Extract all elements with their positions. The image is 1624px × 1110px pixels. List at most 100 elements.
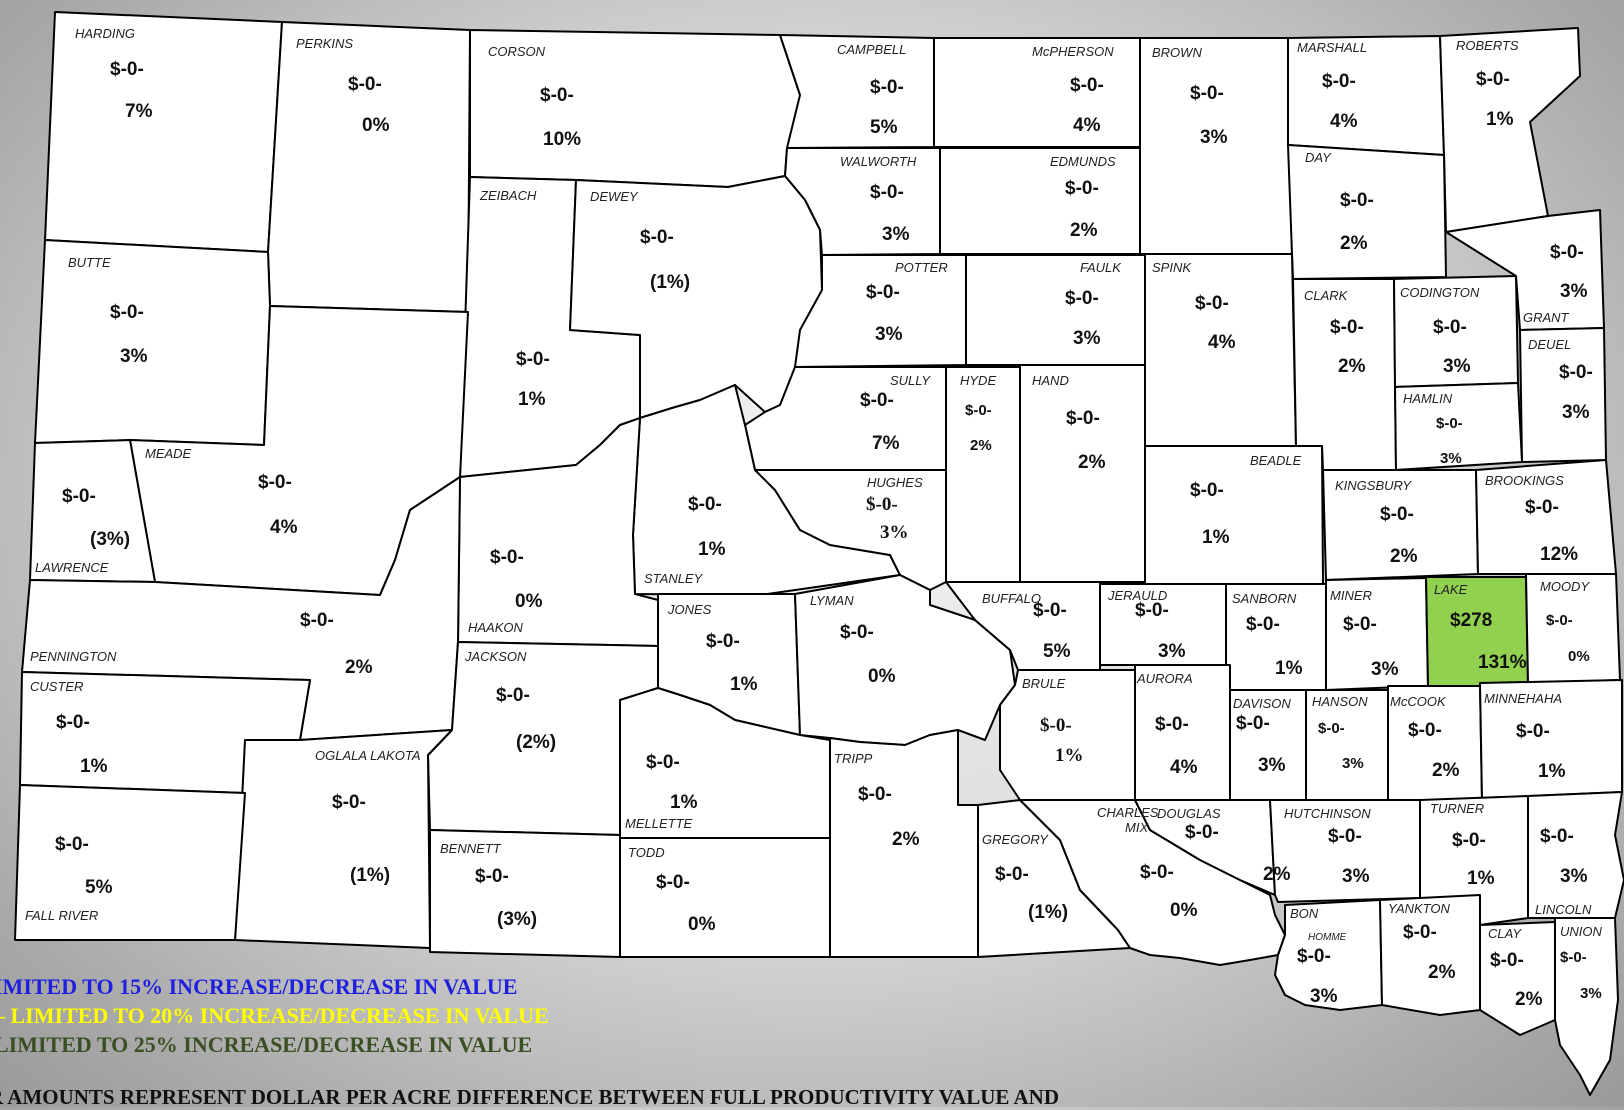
county-name-walworth: WALWORTH — [840, 154, 917, 169]
county-value-kingsbury: $-0- — [1380, 504, 1414, 525]
county-value-bon-homme: $-0- — [1297, 946, 1331, 967]
county-name-hyde: HYDE — [960, 373, 996, 388]
county-value-haakon: $-0- — [490, 547, 524, 568]
county-pct-davison: 3% — [1258, 755, 1286, 776]
county-name-clay: CLAY — [1488, 926, 1522, 941]
county-pct-roberts: 1% — [1486, 109, 1514, 130]
county-harding[interactable] — [44, 11, 283, 253]
county-value-mellette: $-0- — [646, 752, 680, 773]
county-name-codington: CODINGTON — [1400, 285, 1480, 300]
county-hyde[interactable] — [945, 366, 1021, 583]
county-value-deuel: $-0- — [1559, 362, 1593, 383]
legend-line-25pct: LIMITED TO 25% INCREASE/DECREASE IN VALU… — [0, 1032, 533, 1057]
county-name-tripp: TRIPP — [834, 751, 873, 766]
footnote: R AMOUNTS REPRESENT DOLLAR PER ACRE DIFF… — [0, 1085, 1059, 1109]
county-value-douglas: $-0- — [1185, 822, 1219, 843]
county-hutchinson[interactable] — [1269, 799, 1421, 903]
county-name-gregory: GREGORY — [982, 832, 1049, 847]
county-clay[interactable] — [1479, 921, 1556, 1036]
county-value-codington: $-0- — [1433, 317, 1467, 338]
county-pct-potter: 3% — [875, 324, 903, 345]
county-name-faulk: FAULK — [1080, 260, 1122, 275]
county-tripp[interactable] — [829, 729, 979, 958]
county-value-mccook: $-0- — [1408, 720, 1442, 741]
county-pct-edmunds: 2% — [1070, 220, 1098, 241]
county-name-minnehaha: MINNEHAHA — [1484, 691, 1562, 706]
county-todd[interactable] — [619, 837, 831, 958]
county-pct-mccook: 2% — [1432, 760, 1460, 781]
county-name-oglala-lakota: OGLALA LAKOTA — [315, 748, 421, 763]
county-value-hutchinson: $-0- — [1328, 826, 1362, 847]
county-name-edmunds: EDMUNDS — [1050, 154, 1116, 169]
county-pct-hyde: 2% — [970, 437, 992, 454]
county-name-campbell: CAMPBELL — [837, 42, 906, 57]
county-name-spink: SPINK — [1152, 260, 1192, 275]
county-pct-turner: 1% — [1467, 868, 1495, 889]
county-pct-haakon: 0% — [515, 591, 543, 612]
county-name-lincoln: LINCOLN — [1535, 902, 1592, 917]
county-name-grant: GRANT — [1523, 310, 1570, 325]
county-pct-perkins: 0% — [362, 115, 390, 136]
county-day[interactable] — [1287, 144, 1447, 280]
county-union[interactable] — [1554, 917, 1619, 1096]
county-name-bennett: BENNETT — [440, 841, 502, 856]
county-value-oglala-lakota: $-0- — [332, 792, 366, 813]
county-shapes — [14, 11, 1624, 1096]
county-pct-hand: 2% — [1078, 452, 1106, 473]
county-value-perkins: $-0- — [348, 74, 382, 95]
county-hand[interactable] — [1019, 364, 1146, 583]
county-name-miner: MINER — [1330, 588, 1372, 603]
county-pct-hutchinson: 3% — [1342, 866, 1370, 887]
county-pct-hanson: 3% — [1342, 755, 1364, 772]
county-pct-harding: 7% — [125, 101, 153, 122]
county-lincoln[interactable] — [1527, 791, 1624, 919]
county-perkins[interactable] — [267, 21, 471, 313]
county-value-beadle: $-0- — [1190, 480, 1224, 501]
county-name-custer: CUSTER — [30, 679, 83, 694]
county-name-sully: SULLY — [890, 373, 931, 388]
county-value-lyman: $-0- — [840, 622, 874, 643]
county-value-zeibach: $-0- — [516, 349, 550, 370]
county-turner[interactable] — [1419, 795, 1529, 926]
county-name-moody: MOODY — [1540, 579, 1590, 594]
county-pct-lyman: 0% — [868, 666, 896, 687]
county-pct-sully: 7% — [872, 433, 900, 454]
county-pct-butte: 3% — [120, 346, 148, 367]
county-pct-clark: 2% — [1338, 356, 1366, 377]
county-value-sanborn: $-0- — [1246, 614, 1280, 635]
county-fall-river[interactable] — [14, 784, 246, 941]
county-name-beadle: BEADLE — [1250, 453, 1302, 468]
county-yankton[interactable] — [1379, 894, 1481, 1016]
county-value-grant: $-0- — [1550, 242, 1584, 263]
county-value-mcpherson: $-0- — [1070, 75, 1104, 96]
county-name-lyman: LYMAN — [810, 593, 854, 608]
county-pct-brookings: 12% — [1540, 544, 1578, 565]
county-pct-hughes: 3% — [880, 522, 909, 543]
county-value-turner: $-0- — [1452, 830, 1486, 851]
county-name-yankton: YANKTON — [1388, 901, 1451, 916]
county-name-kingsbury: KINGSBURY — [1335, 478, 1412, 493]
county-name-mellette: MELLETTE — [625, 816, 693, 831]
county-value-campbell: $-0- — [870, 77, 904, 98]
county-value-gregory: $-0- — [995, 864, 1029, 885]
legend-line-15pct: IMITED TO 15% INCREASE/DECREASE IN VALUE — [0, 974, 518, 999]
county-name-stanley: STANLEY — [644, 571, 704, 586]
county-name-hutchinson: HUTCHINSON — [1284, 806, 1371, 821]
county-pct-walworth: 3% — [882, 224, 910, 245]
county-value-corson: $-0- — [540, 85, 574, 106]
county-hughes[interactable] — [754, 469, 947, 591]
county-value-buffalo: $-0- — [1033, 600, 1067, 621]
county-pct-jackson: (2%) — [516, 732, 556, 753]
county-value-todd: $-0- — [656, 872, 690, 893]
county-value-custer: $-0- — [56, 712, 90, 733]
county-pct-campbell: 5% — [870, 117, 898, 138]
county-roberts[interactable] — [1439, 27, 1581, 233]
county-hamlin[interactable] — [1394, 382, 1523, 471]
map-legend: IMITED TO 15% INCREASE/DECREASE IN VALUE… — [0, 972, 549, 1059]
county-butte[interactable] — [34, 239, 271, 446]
county-pct-oglala-lakota: (1%) — [350, 865, 390, 886]
county-pct-mcpherson: 4% — [1073, 115, 1101, 136]
county-pct-meade: 4% — [270, 517, 298, 538]
county-pct-brown: 3% — [1200, 127, 1228, 148]
county-name-lake: LAKE — [1434, 582, 1468, 597]
